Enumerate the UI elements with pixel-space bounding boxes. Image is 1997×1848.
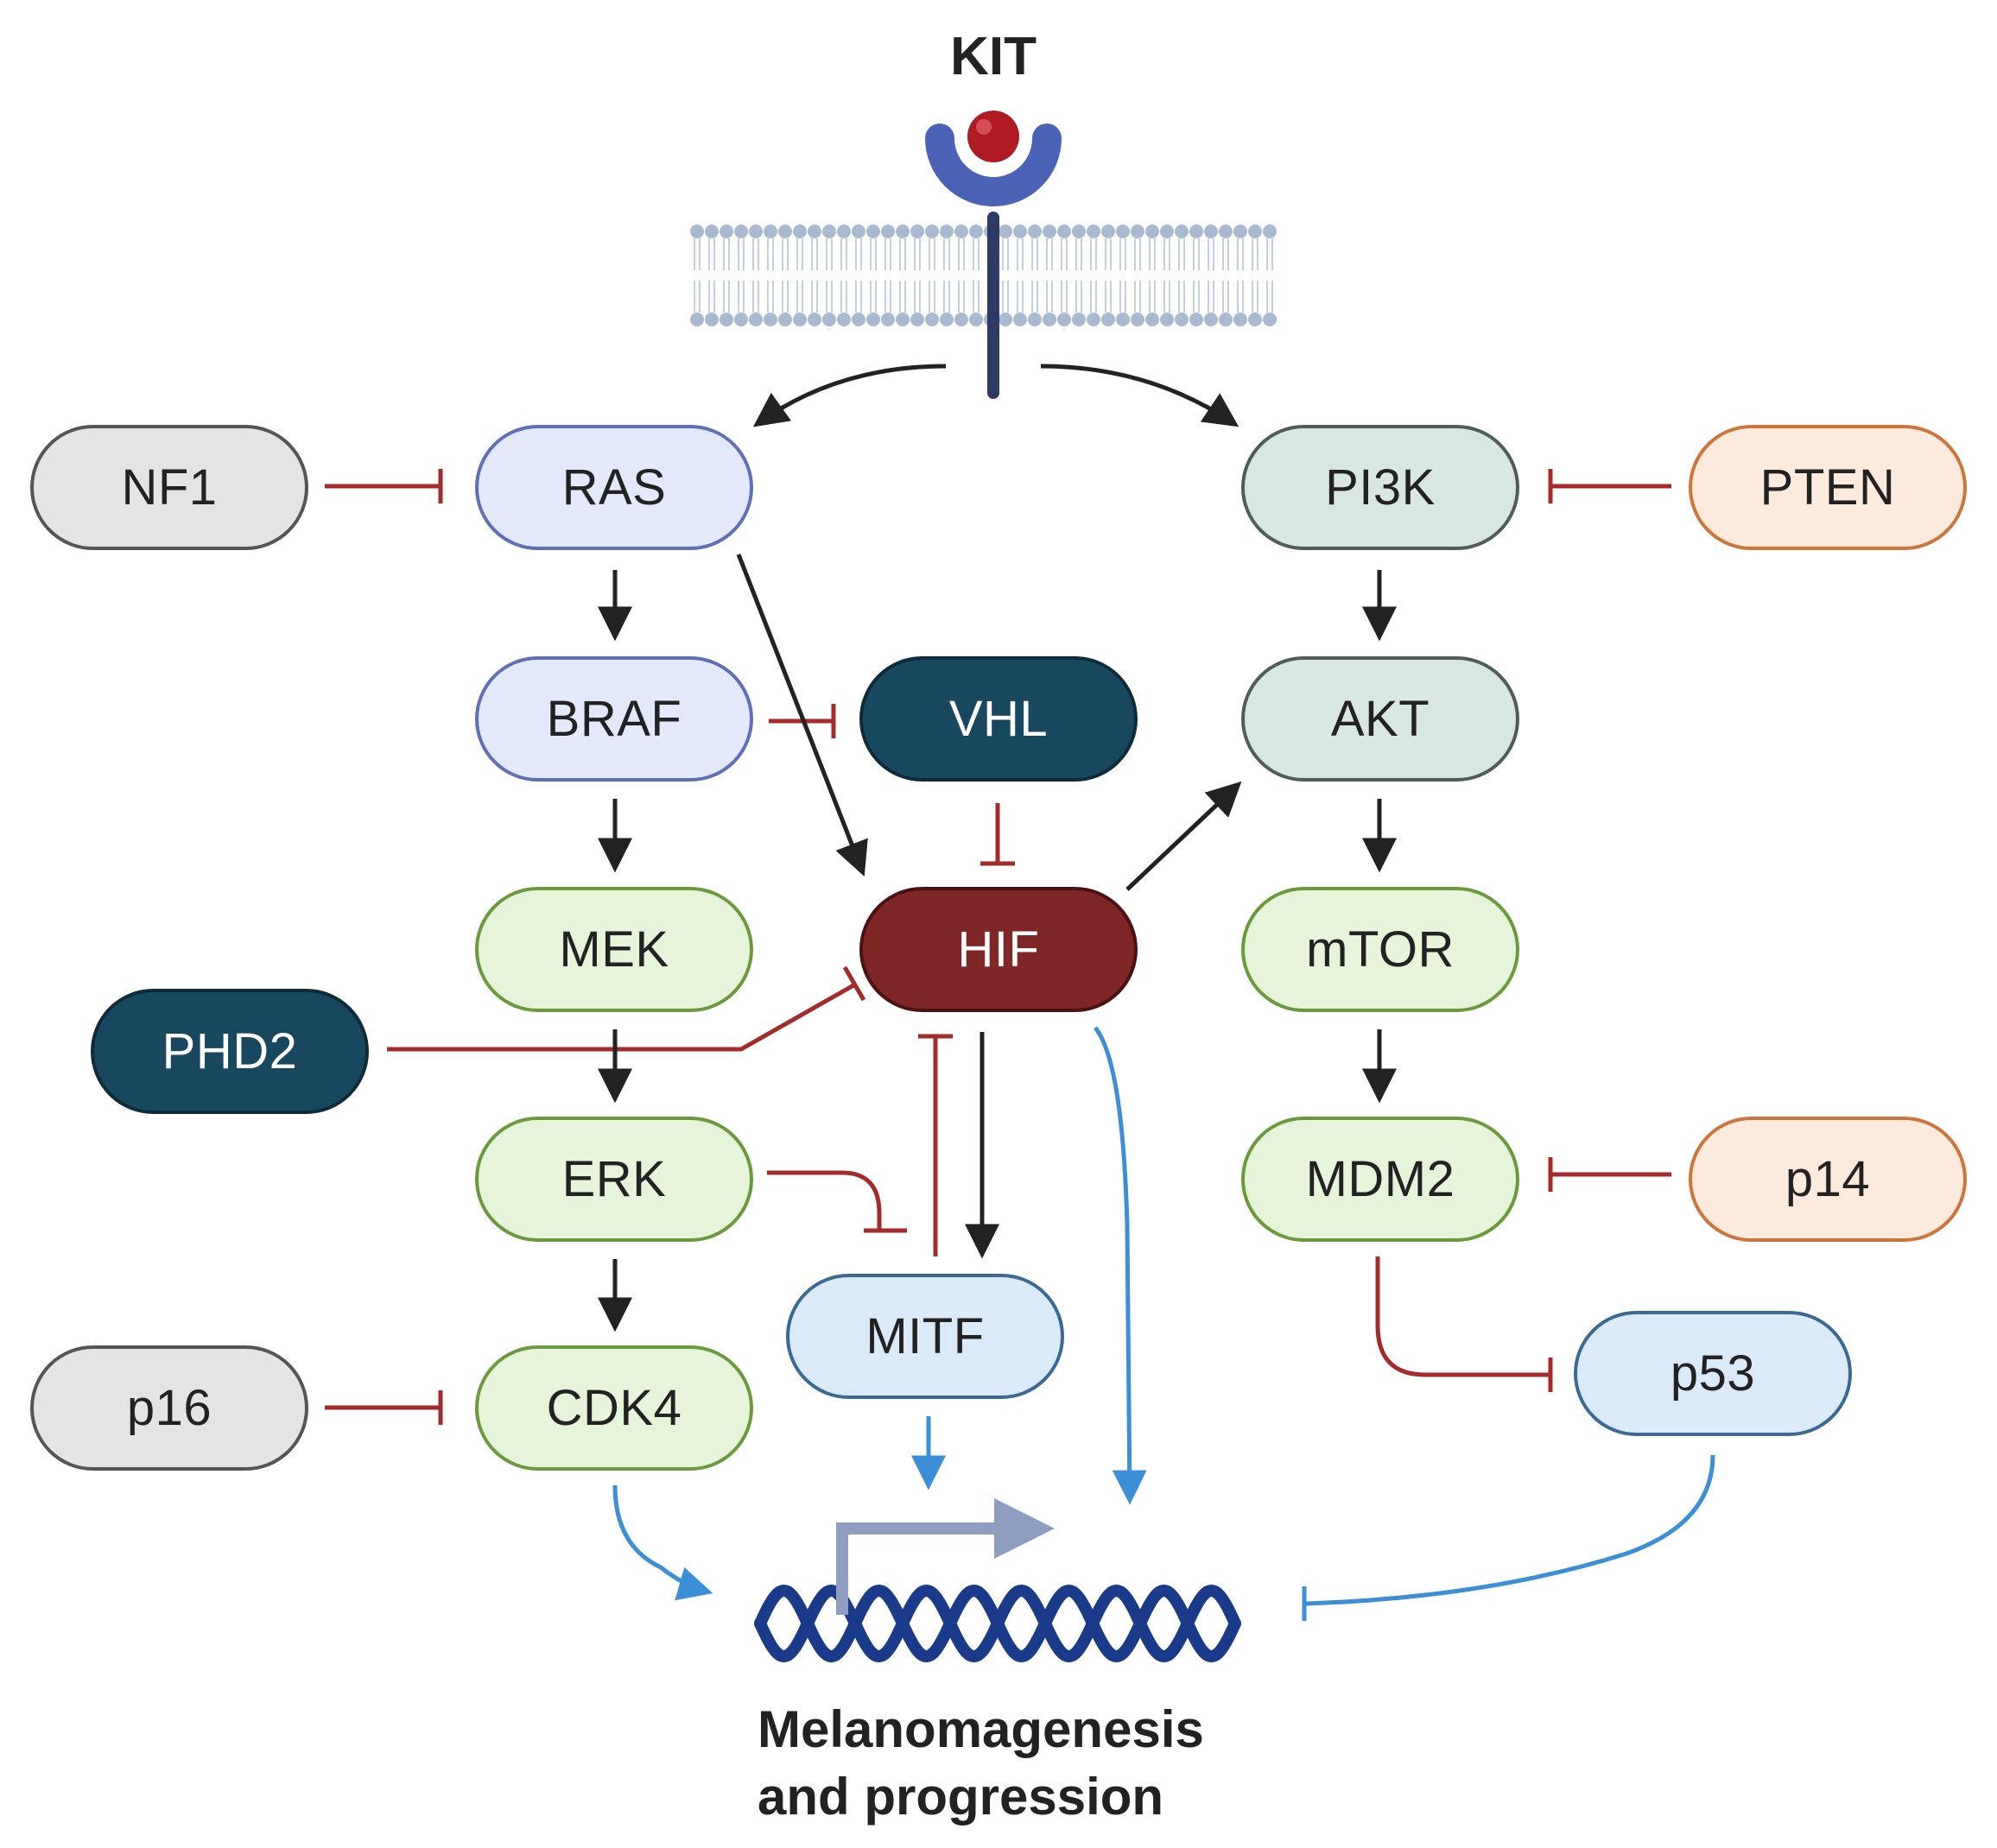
kit-receptor-icon xyxy=(925,111,1062,399)
arrow-cdk4-to-dna xyxy=(612,1484,713,1601)
node-nf1: NF1 xyxy=(30,425,308,550)
receptor-label: KIT xyxy=(950,27,1037,86)
inhibition-p16-cdk4 xyxy=(325,1390,443,1425)
node-p14: p14 xyxy=(1689,1117,1967,1242)
arrow-hif-to-dna xyxy=(1094,1026,1147,1505)
inhibition-erk-mitf xyxy=(767,1170,907,1233)
node-mitf: MITF xyxy=(786,1274,1064,1399)
inhibition-vhl-hif xyxy=(980,803,1015,866)
transcription-start-icon xyxy=(836,1498,1055,1615)
node-pten: PTEN xyxy=(1689,425,1967,550)
node-p16: p16 xyxy=(30,1345,308,1471)
node-vhl: VHL xyxy=(859,656,1138,782)
inhibition-nf1-ras xyxy=(325,469,443,503)
node-phd2: PHD2 xyxy=(91,989,369,1114)
inhibition-mitf-hif xyxy=(918,1034,953,1256)
outcome-label-line2: and progression xyxy=(758,1768,1164,1826)
inhibition-braf-vhl xyxy=(769,704,836,738)
arrow-kit-to-pi3k xyxy=(1040,364,1239,427)
inhibition-p53-dna xyxy=(1302,1454,1715,1621)
inhibition-pten-pi3k xyxy=(1548,469,1671,503)
cell-membrane xyxy=(690,225,1277,326)
arrow-ras-to-hif xyxy=(736,554,868,877)
inhibition-mdm2-p53 xyxy=(1375,1256,1553,1392)
inhibition-phd2-hif xyxy=(387,965,866,1052)
node-ras: RAS xyxy=(475,425,753,550)
node-akt: AKT xyxy=(1241,656,1519,782)
node-pi3k: PI3K xyxy=(1241,425,1519,550)
ligand-icon xyxy=(967,111,1019,162)
dna-helix-icon xyxy=(754,1584,1241,1663)
arrow-hif-to-akt xyxy=(1125,781,1242,891)
node-mek: MEK xyxy=(475,887,753,1012)
node-braf: BRAF xyxy=(475,656,753,782)
node-hif: HIF xyxy=(859,887,1138,1012)
node-p53: p53 xyxy=(1574,1311,1852,1436)
outcome-label-line1: Melanomagenesis xyxy=(758,1700,1204,1758)
arrow-kit-to-ras xyxy=(752,364,947,427)
node-cdk4: CDK4 xyxy=(475,1345,753,1471)
node-mdm2: MDM2 xyxy=(1241,1117,1519,1242)
node-mtor: mTOR xyxy=(1241,887,1519,1012)
inhibition-p14-mdm2 xyxy=(1548,1157,1671,1192)
node-erk: ERK xyxy=(475,1117,753,1242)
